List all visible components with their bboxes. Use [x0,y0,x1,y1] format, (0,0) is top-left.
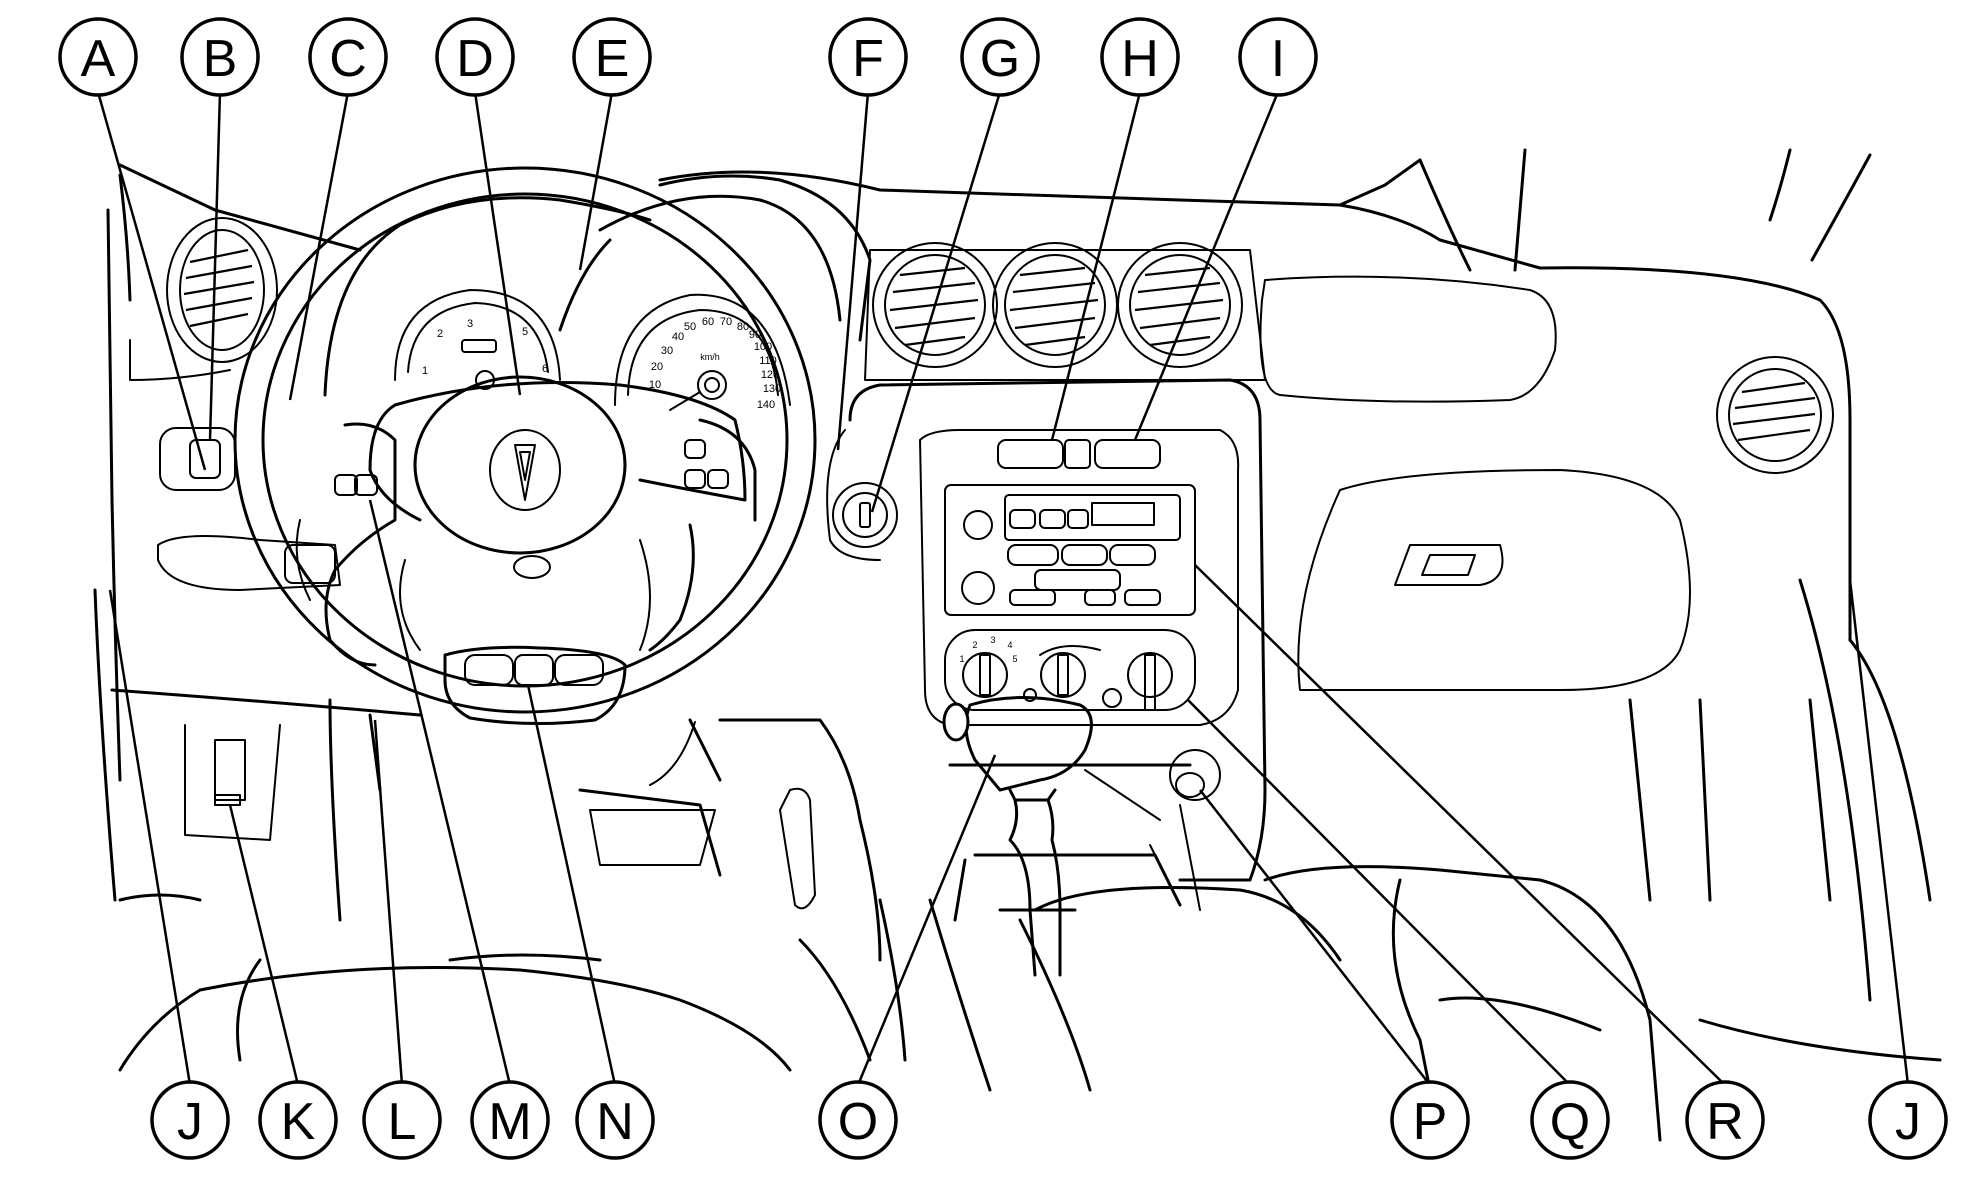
callout-label: L [388,1093,417,1151]
callout-label: I [1271,30,1285,88]
fan-number: 1 [959,654,964,664]
speedo-number: 120 [761,369,779,381]
callout-r: R [1685,1080,1765,1160]
speedo-number: 20 [651,361,663,373]
callout-label: P [1413,1093,1448,1151]
speedo-number: 70 [720,316,732,328]
speedo-number: 60 [702,316,714,328]
callout-label: N [596,1093,634,1151]
callout-label: H [1121,30,1159,88]
speedo-number: 30 [661,345,673,357]
callout-label: J [177,1093,203,1151]
fan-number: 5 [1012,654,1017,664]
callout-l: L [362,1080,442,1160]
glovebox [1297,469,1691,691]
callout-o: O [818,1080,898,1160]
callout-j-left: J [150,1080,230,1160]
callout-a: A [58,17,138,97]
speedo-number: 130 [763,383,781,395]
instrument-cluster-hood [323,174,872,397]
callout-i: I [1238,17,1318,97]
callout-label: F [852,30,884,88]
dash-outline [93,148,1932,1002]
tach-number: 1 [422,365,428,377]
callout-b: B [180,17,260,97]
left-air-vent [129,217,278,381]
speedo-unit: km/h [700,352,720,362]
callout-label: D [456,30,494,88]
callout-q: Q [1530,1080,1610,1160]
speedo-number: 50 [684,321,696,333]
speedo-number: 40 [672,331,684,343]
speedo-number: 90 [749,329,761,341]
callout-e: E [572,17,652,97]
tach-number: 5 [522,326,528,338]
callout-label: G [980,30,1020,88]
floor-and-seats [118,698,1942,1142]
steering-wheel [233,166,817,792]
callout-label: R [1706,1093,1744,1151]
right-air-vent [1716,356,1834,474]
hood-release-area [184,724,281,841]
speedo-number: 80 [737,321,749,333]
fan-number: 3 [990,635,995,645]
tach-number: 6 [542,363,548,375]
callout-label: B [203,30,238,88]
center-air-vents [864,242,1266,381]
callout-g: G [960,17,1040,97]
tach-number: 2 [437,328,443,340]
callout-f: F [828,17,908,97]
callout-label: K [281,1093,316,1151]
fan-number: 2 [972,640,977,650]
callout-label: Q [1550,1093,1590,1151]
callout-k: K [258,1080,338,1160]
callout-label: M [488,1093,531,1151]
callout-p: P [1390,1080,1470,1160]
tach-number: 3 [467,318,473,330]
leader-lines [96,91,1910,1086]
callout-label: E [595,30,630,88]
callout-j-right: J [1868,1080,1948,1160]
callout-label: O [838,1093,878,1151]
callout-n: N [575,1080,655,1160]
tachometer: 1 2 3 5 6 [394,289,561,390]
callout-label: A [81,30,116,88]
speedo-number: 10 [649,379,661,391]
callout-d: D [435,17,515,97]
upper-glovebox [1259,275,1557,403]
callout-m: M [470,1080,550,1160]
callout-h: H [1100,17,1180,97]
speedometer: 10 20 30 40 50 60 70 80 90 100 110 120 1… [614,293,791,411]
callout-label: C [329,30,367,88]
speedo-number: 140 [757,399,775,411]
callout-label: J [1895,1093,1921,1151]
headlamp-switch [159,427,236,491]
fan-number: 4 [1007,640,1012,650]
callout-c: C [308,17,388,97]
center-console: 1 2 3 4 5 [826,378,1267,977]
